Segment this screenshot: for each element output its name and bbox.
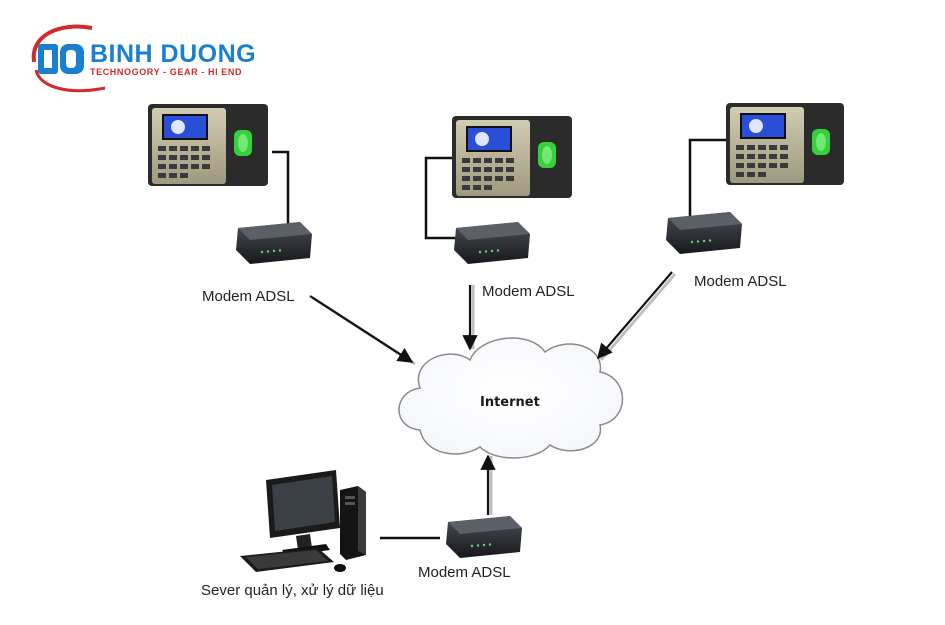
attendance-device-3 xyxy=(726,103,844,185)
internet-label: Internet xyxy=(480,395,540,410)
modem-3-icon xyxy=(666,212,742,254)
server-label: Sever quản lý, xử lý dữ liệu xyxy=(201,582,384,599)
modem-1-icon xyxy=(236,222,312,264)
modem-1-label: Modem ADSL xyxy=(202,288,295,305)
attendance-device-1 xyxy=(148,104,268,186)
attendance-device-2 xyxy=(452,116,572,198)
modem-4-icon xyxy=(446,516,522,558)
modem-3-label: Modem ADSL xyxy=(694,273,787,290)
modem-2-label: Modem ADSL xyxy=(482,283,575,300)
connection-arrows xyxy=(309,271,677,515)
logo-tagline: TECHNOGORY - GEAR - HI END xyxy=(90,67,243,77)
modem-2-icon xyxy=(454,222,530,264)
device-cables xyxy=(272,138,726,240)
logo-mark-icon xyxy=(31,24,106,93)
server-computer-icon xyxy=(240,470,366,572)
logo-brand-name: BINH DUONG xyxy=(90,40,257,68)
internet-cloud-icon xyxy=(398,337,624,459)
modem-4-label: Modem ADSL xyxy=(418,564,511,581)
